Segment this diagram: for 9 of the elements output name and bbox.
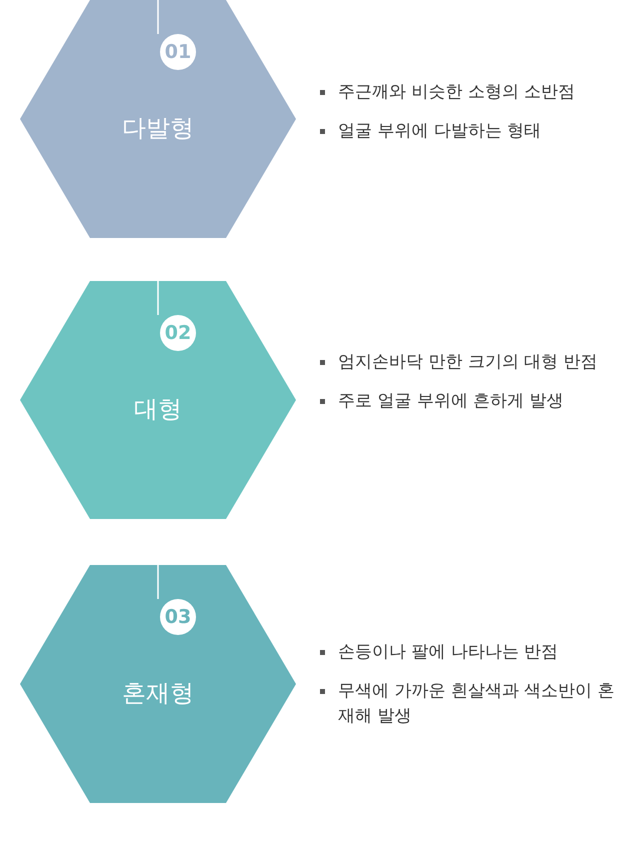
description-text: 손등이나 팔에 나타나는 반점 (338, 641, 558, 664)
description-text: 무색에 가까운 흰살색과 색소반이 혼재해 발생 (338, 680, 616, 728)
description-text: 주근깨와 비슷한 소형의 소반점 (338, 81, 576, 104)
type-heading: 대형 (133, 394, 183, 425)
type-heading: 다발형 (121, 113, 195, 144)
type-heading: 혼재형 (121, 678, 195, 709)
description-text: 주로 얼굴 부위에 흔하게 발생 (338, 390, 564, 413)
description-text: 얼굴 부위에 다발하는 형태 (338, 120, 542, 143)
description-text: 엄지손바닥 만한 크기의 대형 반점 (338, 351, 598, 374)
